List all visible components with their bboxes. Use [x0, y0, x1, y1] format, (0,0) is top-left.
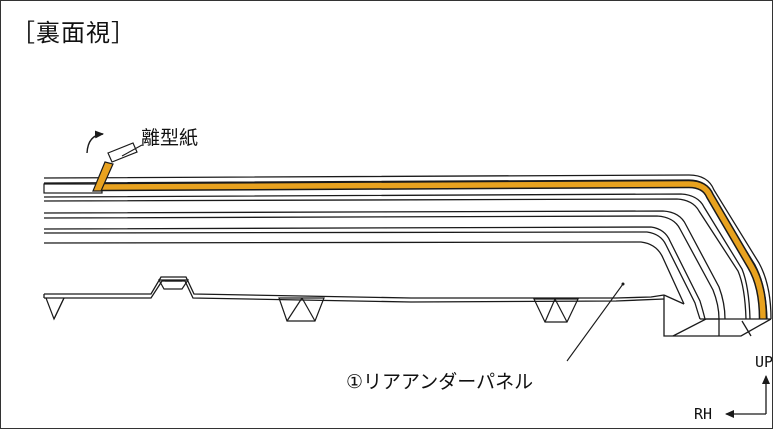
adhesive-tape	[98, 179, 768, 320]
clip-boss-4	[533, 298, 579, 323]
peeled-tab	[92, 142, 138, 192]
clip-boss-3	[278, 297, 325, 322]
release-paper-leader	[121, 144, 143, 157]
peel-arrow-icon	[86, 130, 104, 154]
corner-end-block	[663, 294, 772, 337]
part-leader	[566, 283, 624, 362]
rh-direction-label: RH	[694, 405, 713, 423]
part-label: ①リアアンダーパネル	[346, 371, 534, 393]
lower-flange	[43, 276, 665, 303]
part-leader-dot	[621, 282, 625, 286]
view-title: ［裏面視］	[11, 19, 136, 47]
clip-boss-2	[157, 279, 190, 290]
release-paper-label: 離型紙	[141, 127, 199, 149]
release-paper-strip	[43, 183, 103, 194]
up-direction-label: UP	[755, 353, 773, 371]
clip-boss-1	[45, 297, 65, 321]
